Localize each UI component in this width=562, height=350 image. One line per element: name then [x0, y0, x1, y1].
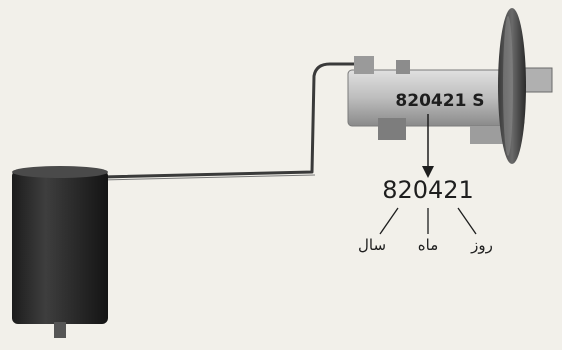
sender-head — [347, 8, 553, 164]
float-cylinder — [12, 166, 108, 338]
code-breakdown-lines — [379, 207, 477, 235]
date-code: 820421 — [382, 176, 474, 204]
label-month: ماه — [418, 236, 438, 254]
label-day: روز — [470, 236, 493, 254]
part-stamp: 820421 S — [395, 91, 484, 111]
label-year: سال — [358, 236, 386, 254]
float-rod — [59, 62, 354, 182]
